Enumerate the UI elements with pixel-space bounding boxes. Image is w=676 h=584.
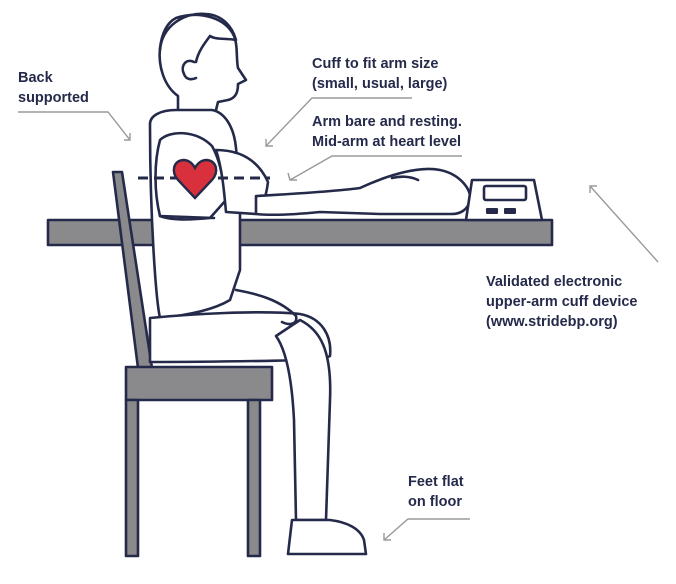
leader-cuff [265,97,412,147]
arrowhead-feet [383,533,391,541]
chair-leg-back [124,398,140,558]
arrowhead-cuff [265,139,273,147]
heart-icon [172,158,218,200]
label-arm-position: Arm bare and resting. Mid-arm at heart l… [312,112,462,152]
label-arm-line-1: Arm bare and resting. [312,114,462,130]
label-feet-flat: Feet flat on floor [408,472,464,512]
blood-pressure-monitor-icon [464,178,544,222]
label-back-line-1: Back [18,70,53,86]
label-cuff-line-1: Cuff to fit arm size [312,56,439,72]
person-ear [181,59,198,81]
label-back-supported: Back supported [18,68,89,108]
leader-arm [289,155,462,181]
leader-feet [383,518,470,541]
leader-back [18,111,131,141]
chair-back [111,170,154,370]
person-hand-lap [234,288,298,326]
hand-fingers [390,175,420,182]
label-feet-line-1: Feet flat [408,474,464,490]
label-device-line-1: Validated electronic [486,274,623,290]
label-device-line-2: upper-arm cuff device [486,294,638,310]
label-arm-line-2: Mid-arm at heart level [312,134,462,150]
arrowhead-arm [287,172,297,181]
label-device: Validated electronic upper-arm cuff devi… [486,272,638,332]
person-lower-leg [274,318,332,522]
person-foot [286,518,368,556]
person-hair [158,12,238,64]
label-cuff-line-2: (small, usual, large) [312,76,448,92]
arrowhead-back [124,133,131,141]
chair-seat [124,365,274,402]
leader-device [589,185,659,263]
label-back-line-2: supported [18,90,89,106]
label-feet-line-2: on floor [408,494,462,510]
sleeve-line [158,214,216,220]
chair-leg-front [246,398,262,558]
label-device-line-3: (www.stridebp.org) [486,314,618,330]
label-cuff-size: Cuff to fit arm size (small, usual, larg… [312,54,447,94]
arrowhead-device [589,185,597,193]
